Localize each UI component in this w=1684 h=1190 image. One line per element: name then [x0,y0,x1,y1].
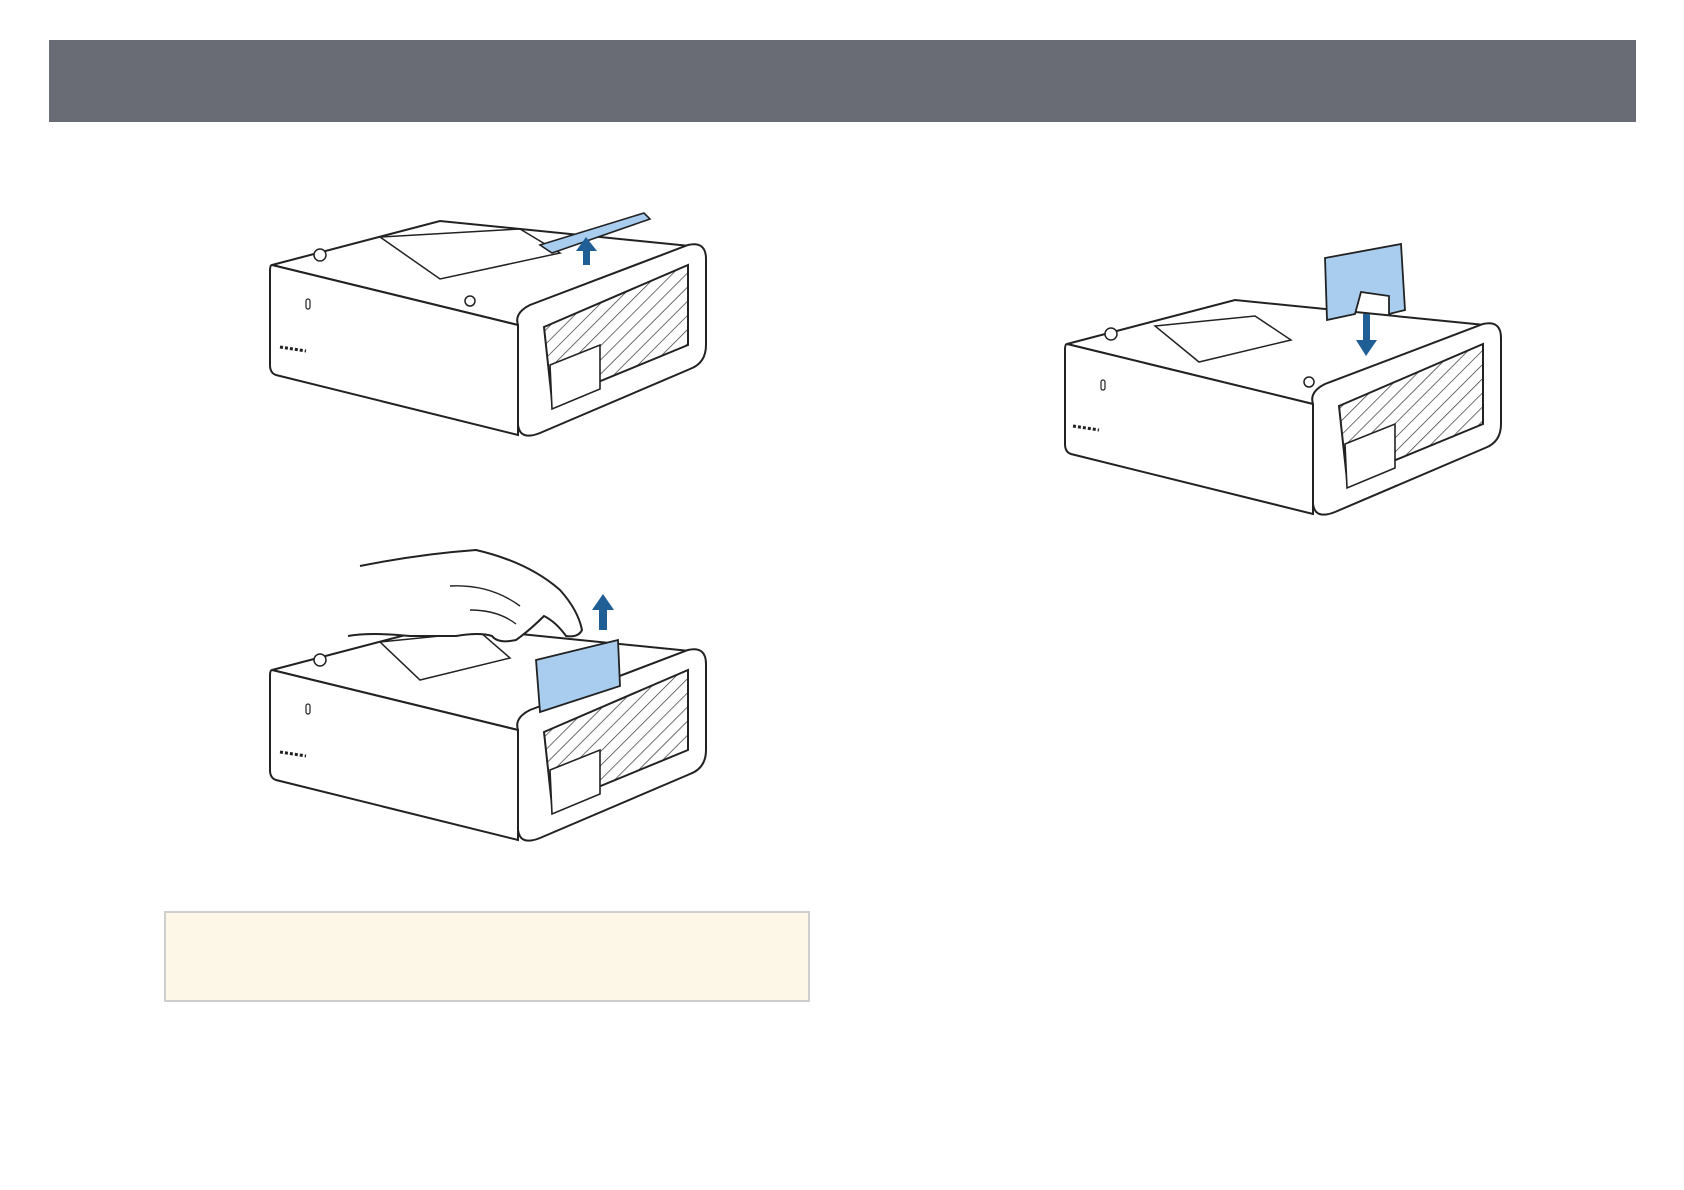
projector-with-hand-illustration [260,540,720,860]
projector-illustration [260,205,720,455]
air-filter-removal-figure [260,540,720,860]
note-box [164,911,810,1002]
projector-cover-removal-figure [260,205,720,455]
projector-insert-illustration [1055,240,1515,530]
up-arrow-icon [592,594,614,630]
header-bar [49,40,1636,122]
air-filter-insert-figure [1055,240,1515,530]
